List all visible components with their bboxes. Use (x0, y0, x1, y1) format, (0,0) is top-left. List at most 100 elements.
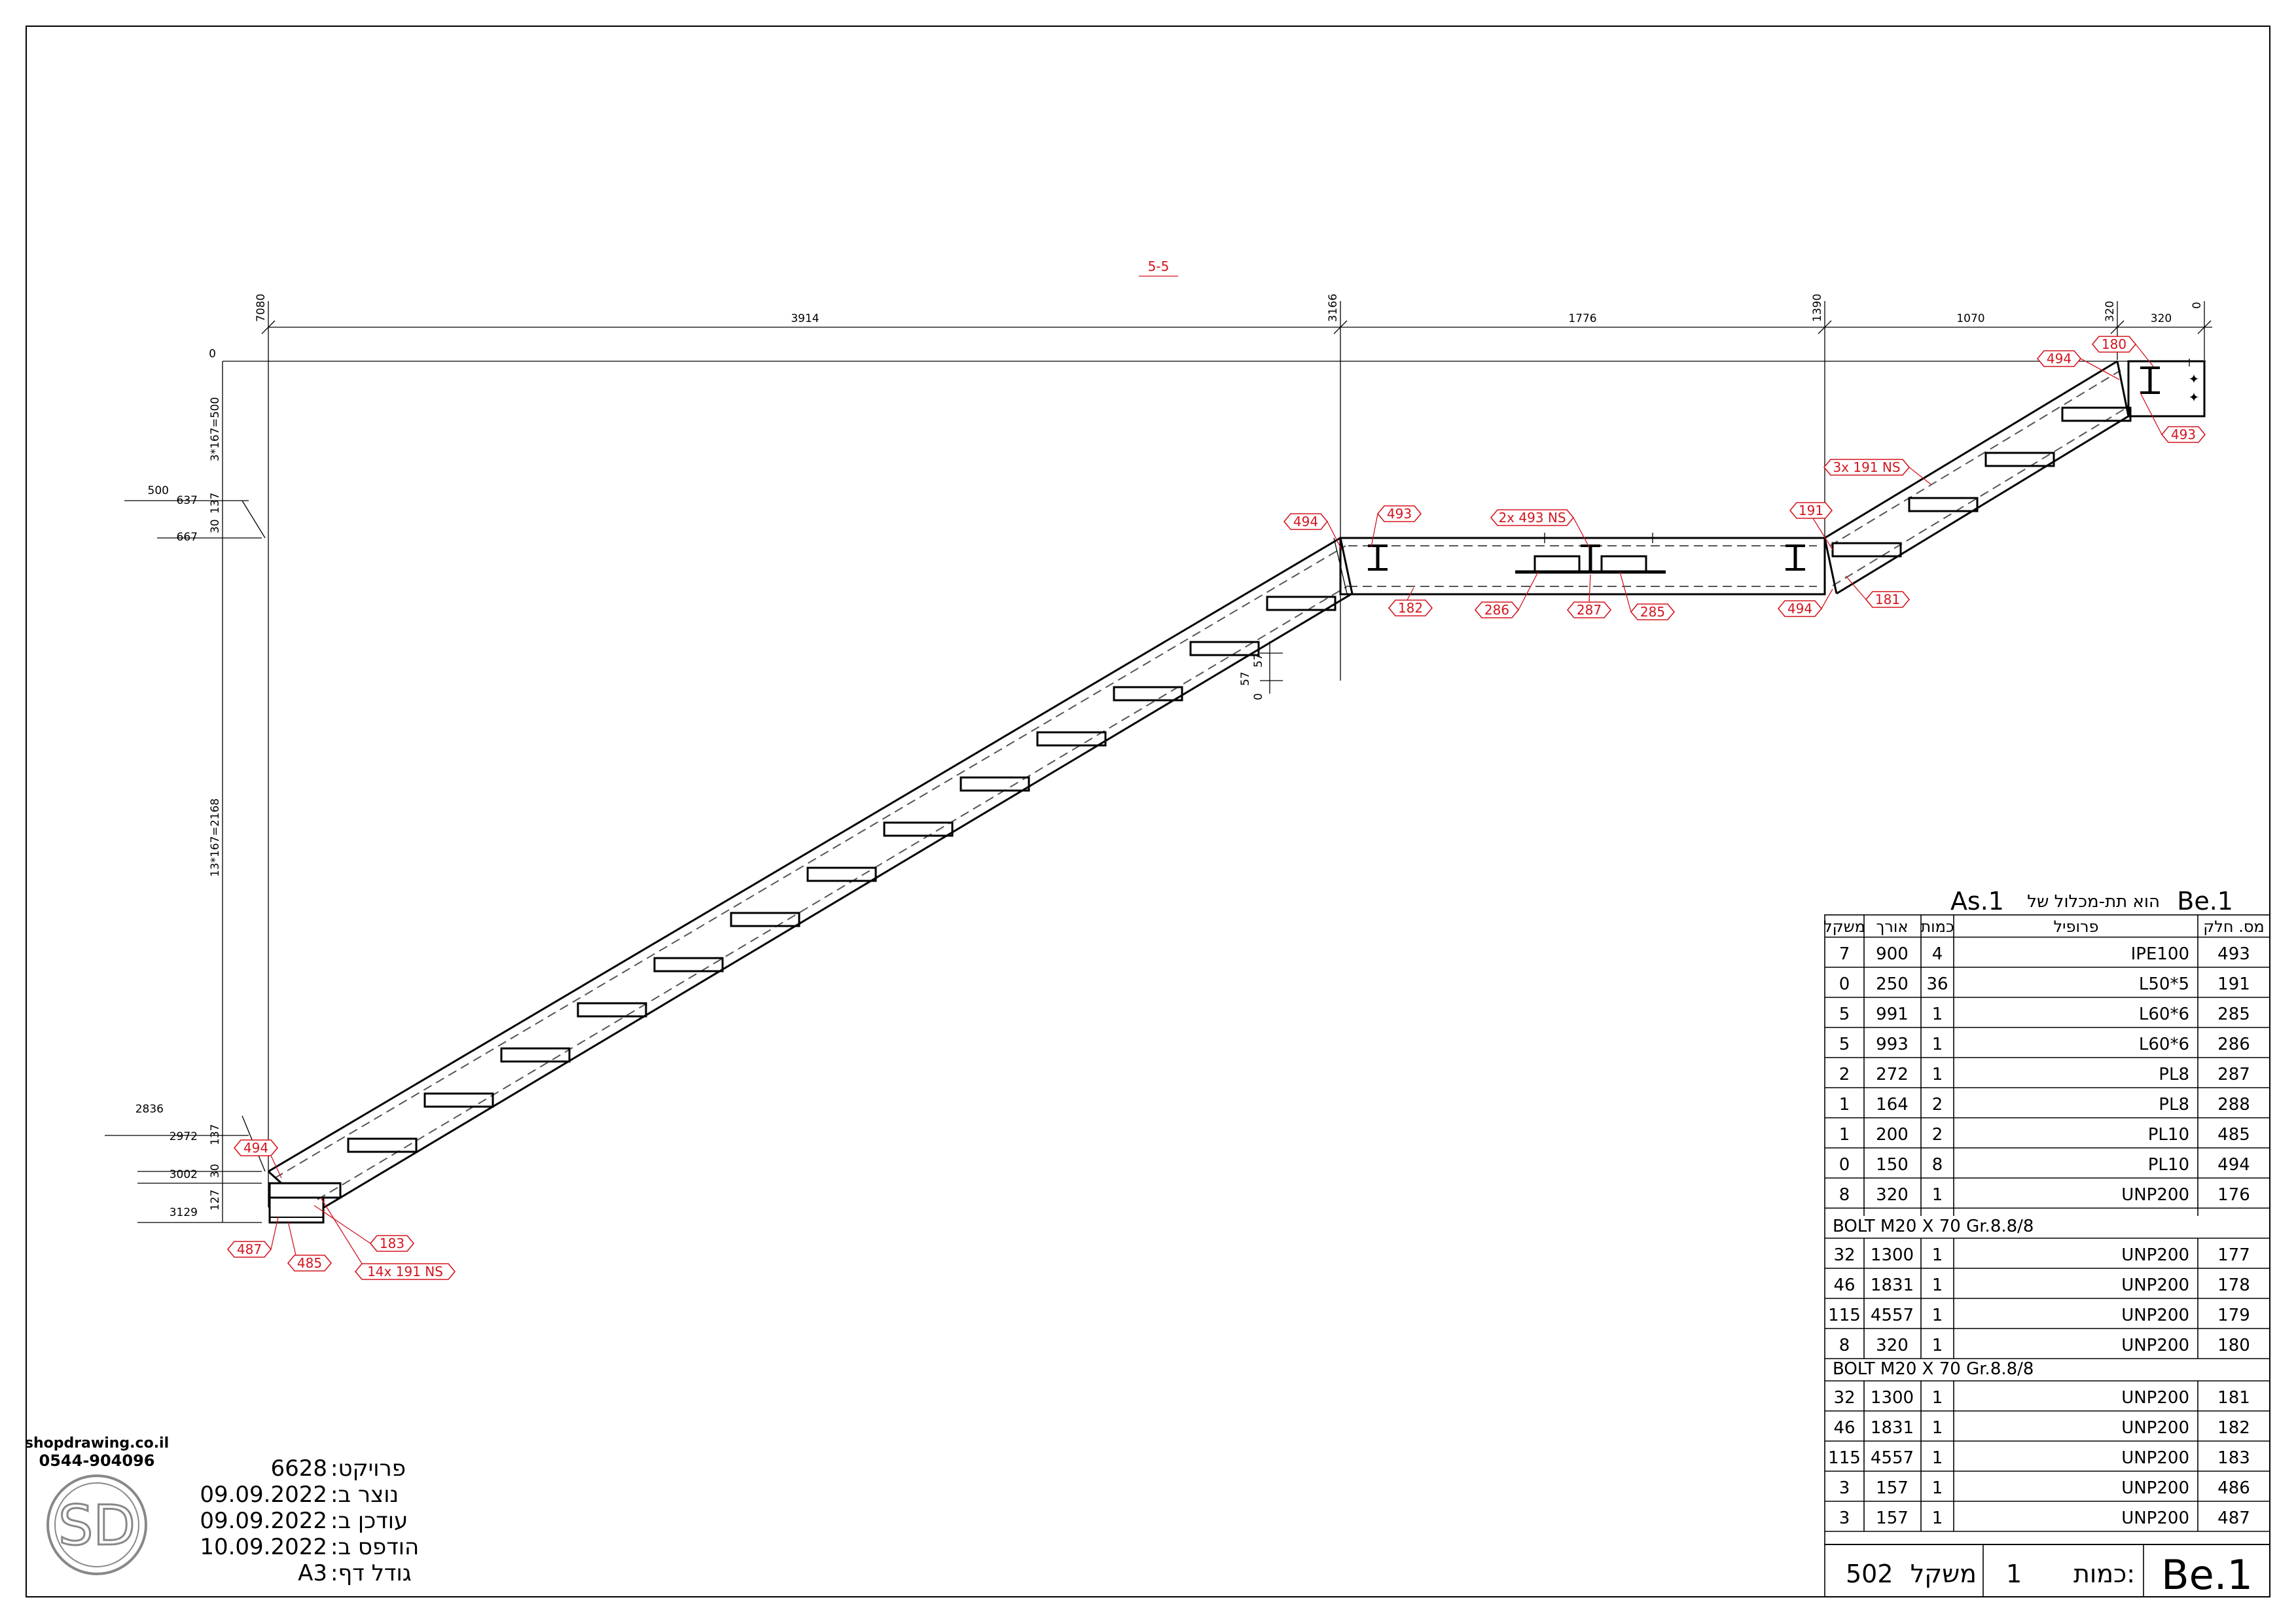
bom-cell: 1 (1932, 1336, 1943, 1355)
printed-value: 10.09.2022 (200, 1534, 327, 1560)
svg-text:493: 493 (1387, 506, 1412, 522)
svg-text:2x 493 NS: 2x 493 NS (1498, 510, 1566, 526)
bom-cell: 183 (2217, 1448, 2250, 1468)
bom-cell: UNP200 (2121, 1388, 2189, 1408)
tread (347, 1137, 418, 1153)
part-tags: 494 493 2x 493 NS 191 3x 191 NS 494 (226, 336, 2206, 1280)
bolt-mark-1: ✦ (2189, 371, 2200, 387)
updated-value: 09.09.2022 (200, 1508, 327, 1534)
bom-cell: 1 (1932, 1478, 1943, 1498)
landing-ibeam-left (1368, 544, 1388, 571)
left-dimension-chain: 0 3*167=500 500 637 137 30 667 13*167=21… (105, 348, 2206, 1223)
bom-cell: 1 (1932, 1418, 1943, 1438)
bom-cell: 1 (1932, 1185, 1943, 1205)
bom-cell: 180 (2217, 1336, 2250, 1355)
dim-137a: 137 (209, 493, 222, 514)
bom-table: Be.1 הוא תת-מכלול של As.1 משקל אורך כמות… (1823, 887, 2270, 1599)
bom-cell: PL8 (2159, 1095, 2189, 1115)
bom-cell: PL10 (2148, 1155, 2189, 1175)
company-logo-icon: SD (46, 1474, 147, 1575)
project-label: :פרויקט (331, 1455, 406, 1482)
footer-assembly: Be.1 (2161, 1551, 2253, 1599)
company-block: shopdrawing.co.il 0544-904096 SD (25, 1435, 169, 1575)
dim-2836: 2836 (135, 1103, 164, 1116)
tag-494-bottom: 494 (1777, 588, 1833, 617)
bom-cell: UNP200 (2121, 1448, 2189, 1468)
dim-3x167: 3*167=500 (209, 397, 222, 461)
bom-cell: 179 (2217, 1306, 2250, 1325)
bom-cell: UNP200 (2121, 1245, 2189, 1265)
created-value: 09.09.2022 (200, 1482, 327, 1508)
bom-cell: 1 (1932, 1245, 1943, 1265)
landing-center-detail (1515, 533, 1666, 574)
bom-cell: 8 (1839, 1336, 1850, 1355)
bom-cell: 1 (1932, 1448, 1943, 1468)
size-label: :גודל דף (331, 1560, 412, 1586)
tread (577, 1002, 647, 1018)
bom-cell: 485 (2217, 1125, 2250, 1145)
tread (1189, 641, 1260, 656)
dim-1070: 1070 (1956, 312, 1984, 325)
svg-text:191: 191 (1799, 503, 1823, 518)
bom-cell: 4557 (1871, 1448, 1914, 1468)
svg-text:485: 485 (297, 1255, 322, 1271)
landing-drop-dims: 57 57 0 (1239, 641, 1283, 700)
bom-header-row: משקל אורך כמות פרופיל מס. חלק (1823, 918, 2265, 936)
bom-cell: 486 (2217, 1478, 2250, 1498)
bom-cell: 250 (1876, 974, 1909, 994)
tread (1831, 542, 1902, 558)
tread (883, 821, 954, 837)
bom-cell: 178 (2217, 1275, 2250, 1295)
tread (1908, 497, 1979, 512)
dim-3129: 3129 (170, 1206, 198, 1219)
svg-text:494: 494 (243, 1140, 268, 1156)
bom-cell: 487 (2217, 1508, 2250, 1528)
dim-0-top: 0 (2191, 302, 2204, 309)
tread (806, 866, 877, 882)
tread (1036, 731, 1107, 747)
upper-flight-stringer (1823, 360, 2130, 595)
dim-320: 320 (2151, 312, 2172, 325)
bom-cell: 1 (1932, 1388, 1943, 1408)
svg-text:286: 286 (1484, 602, 1509, 618)
bom-cell: L60*6 (2139, 1035, 2189, 1054)
top-dimension-chain: 7080 3914 3166 1776 1390 1070 320 320 0 (255, 294, 2212, 1207)
bom-cell: 32 (1833, 1388, 1855, 1408)
bom-cell: 46 (1833, 1275, 1855, 1295)
tag-285: 285 (1619, 571, 1676, 620)
dim-0-mid: 0 (1252, 693, 1265, 700)
tread (1266, 596, 1336, 611)
size-value: A3 (298, 1560, 327, 1586)
footer-weight-label: משקל (1910, 1560, 1977, 1588)
bom-cell: 32 (1833, 1245, 1855, 1265)
landing-frame (1333, 533, 1826, 596)
bom-cell: 1 (1932, 1035, 1943, 1054)
bom-cell: 2 (1932, 1095, 1943, 1115)
bom-title-mid: הוא תת-מכלול של (2027, 892, 2160, 912)
bom-cell: 181 (2217, 1388, 2250, 1408)
printed-label: :הודפס ב (331, 1534, 419, 1560)
tread (653, 957, 724, 972)
created-label: :נוצר ב (331, 1482, 399, 1508)
tag-287: 287 (1566, 574, 1612, 618)
bom-cell: 3 (1839, 1478, 1850, 1498)
tag-286: 286 (1474, 571, 1539, 618)
bom-cell: 3 (1839, 1508, 1850, 1528)
svg-text:285: 285 (1640, 604, 1665, 620)
bom-cell: 177 (2217, 1245, 2250, 1265)
dim-2972: 2972 (170, 1130, 198, 1143)
tag-180: 180 (2091, 336, 2154, 367)
bom-cell: 157 (1876, 1478, 1909, 1498)
dim-3914: 3914 (791, 312, 819, 325)
tread (423, 1092, 494, 1108)
upper-flight-treads (1831, 406, 2132, 558)
bom-cell: 1831 (1871, 1418, 1914, 1438)
bom-cell: 991 (1876, 1005, 1909, 1024)
tag-494-right: 494 (2036, 350, 2120, 380)
tag-183: 183 (314, 1205, 415, 1252)
bom-title-left: As.1 (1950, 887, 2004, 916)
